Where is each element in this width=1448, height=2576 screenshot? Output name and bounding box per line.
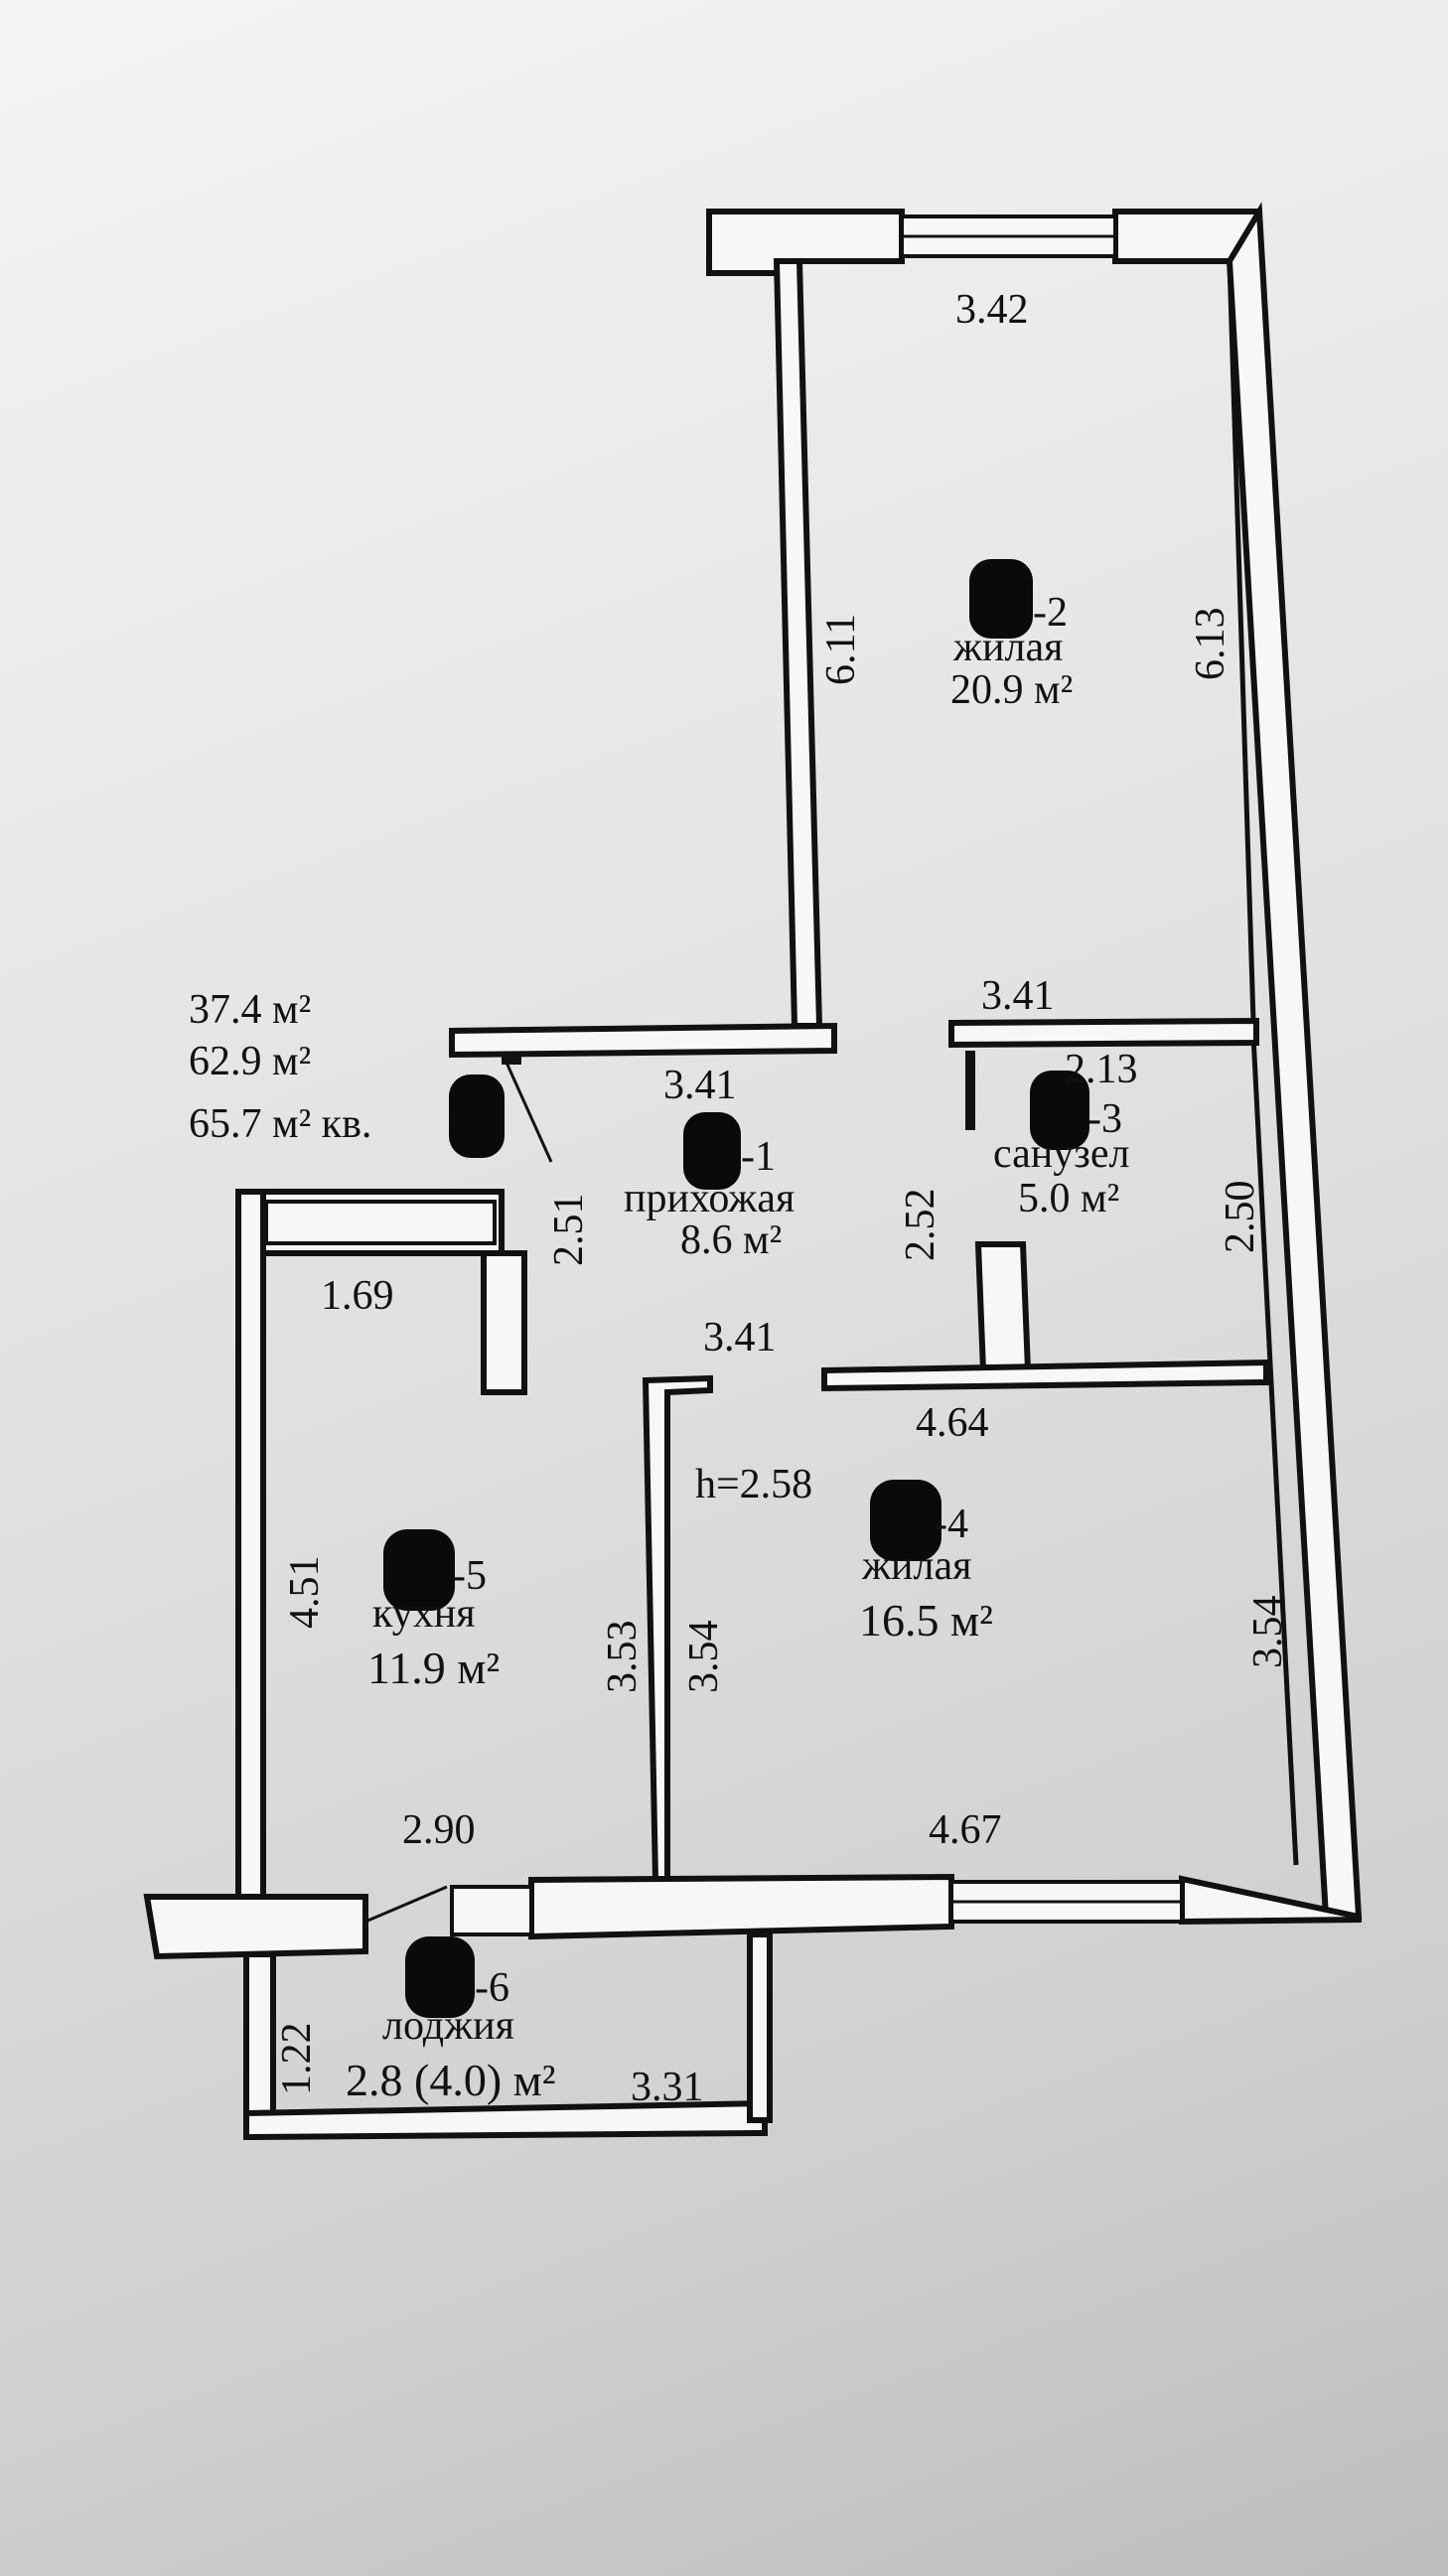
door-hall-swing bbox=[505, 1062, 553, 1163]
room2-number: -2 bbox=[1033, 590, 1068, 636]
wall-right-lower-inner bbox=[1250, 1035, 1299, 1866]
room5-area: 11.9 м² bbox=[367, 1643, 500, 1693]
wall-bath-left-stub bbox=[965, 1051, 975, 1130]
redaction-r4 bbox=[870, 1480, 941, 1561]
redaction-r2 bbox=[969, 559, 1033, 639]
wall-bottom-middle bbox=[528, 1873, 954, 1940]
redaction-summary bbox=[449, 1074, 505, 1158]
dim-kitchen-height: 4.51 bbox=[282, 1556, 328, 1630]
dim-kitchen-bottom: 2.90 bbox=[402, 1807, 476, 1853]
room2-name: жилая bbox=[952, 625, 1063, 670]
wall-bath-column bbox=[974, 1241, 1032, 1373]
wall-room2-right-inner bbox=[1227, 260, 1256, 1022]
dim-kitchen-top: 1.69 bbox=[321, 1273, 394, 1319]
door-hall-hinge bbox=[502, 1055, 521, 1065]
room5-name: кухня bbox=[372, 1591, 476, 1637]
door-loggia-swing bbox=[364, 1885, 448, 1924]
room1-area: 8.6 м² bbox=[680, 1217, 782, 1263]
wall-loggia-right bbox=[747, 1932, 773, 2123]
summary-line1: 37.4 м² bbox=[189, 987, 311, 1033]
area-summary: 37.4 м² 62.9 м² 65.7 м² кв. bbox=[189, 987, 371, 1147]
room3-name: санузел bbox=[993, 1131, 1129, 1177]
room4-area: 16.5 м² bbox=[859, 1595, 993, 1646]
dim-room4-bottom: 4.67 bbox=[929, 1807, 1002, 1853]
dim-partition-left: 3.53 bbox=[600, 1621, 646, 1694]
room1-number: -1 bbox=[741, 1134, 776, 1180]
dim-room2-left: 6.11 bbox=[818, 614, 864, 685]
redaction-r1 bbox=[683, 1112, 741, 1190]
walls bbox=[143, 202, 1363, 2141]
dim-room2-bottom-right: 3.41 bbox=[981, 973, 1055, 1019]
dim-loggia-width: 3.31 bbox=[631, 2065, 704, 2110]
wall-loggia-left bbox=[243, 1951, 276, 2136]
dim-room2-bottom-left: 3.41 bbox=[663, 1063, 737, 1108]
room3-area: 5.0 м² bbox=[1018, 1176, 1119, 1221]
dim-partition-right: 3.54 bbox=[681, 1621, 727, 1694]
room-labels: -2 жилая 20.9 м² -1 прихожая 8.6 м² -3 с… bbox=[346, 590, 1129, 2105]
room1-name: прихожая bbox=[624, 1176, 795, 1221]
redaction-r3 bbox=[1030, 1071, 1089, 1150]
room6-area: 2.8 (4.0) м² bbox=[346, 2055, 556, 2105]
dim-hall-right: 2.52 bbox=[898, 1189, 943, 1262]
redaction-r6 bbox=[405, 1936, 475, 2018]
wall-bottom-left bbox=[143, 1894, 368, 1960]
dim-hall-left: 2.51 bbox=[546, 1194, 592, 1267]
wall-room2-left bbox=[773, 258, 823, 1029]
dim-loggia-height: 1.22 bbox=[274, 2023, 320, 2096]
ceiling-height: h=2.58 bbox=[695, 1462, 812, 1507]
dim-bath-height: 2.50 bbox=[1218, 1181, 1263, 1254]
dim-top-width: 3.42 bbox=[955, 287, 1029, 333]
room4-number: -4 bbox=[934, 1502, 968, 1547]
dim-room2-right: 6.13 bbox=[1188, 608, 1233, 681]
room4-name: жилая bbox=[861, 1543, 971, 1589]
summary-line3: 65.7 м² кв. bbox=[189, 1101, 371, 1147]
dim-room4-top: 4.64 bbox=[916, 1400, 989, 1446]
dim-room4-right: 3.54 bbox=[1245, 1596, 1291, 1669]
room5-number: -5 bbox=[452, 1553, 487, 1599]
wall-bath-bottom bbox=[821, 1359, 1269, 1392]
wall-hall-top-right bbox=[948, 1017, 1259, 1049]
dim-bath-width: 2.13 bbox=[1065, 1047, 1138, 1092]
window-kitchen bbox=[264, 1200, 497, 1245]
wall-kitchen-left bbox=[235, 1189, 266, 1902]
door-loggia-frame bbox=[450, 1885, 533, 1936]
wall-loggia-bottom bbox=[243, 2099, 768, 2141]
room2-area: 20.9 м² bbox=[950, 667, 1073, 713]
wall-hall-top-left bbox=[449, 1022, 837, 1059]
room6-number: -6 bbox=[475, 1965, 509, 2011]
room6-name: лоджия bbox=[382, 2003, 514, 2049]
dim-hall-bottom: 3.41 bbox=[703, 1315, 777, 1360]
wall-kitchen-column bbox=[481, 1250, 527, 1395]
redactions bbox=[383, 559, 1089, 2018]
wall-top-left bbox=[706, 209, 905, 276]
redaction-r5 bbox=[383, 1529, 455, 1611]
dimensions: 3.42 6.11 6.13 3.41 3.41 2.51 2.52 2.13 … bbox=[274, 287, 1291, 2110]
room3-number: -3 bbox=[1087, 1096, 1122, 1142]
summary-line2: 62.9 м² bbox=[189, 1039, 311, 1084]
